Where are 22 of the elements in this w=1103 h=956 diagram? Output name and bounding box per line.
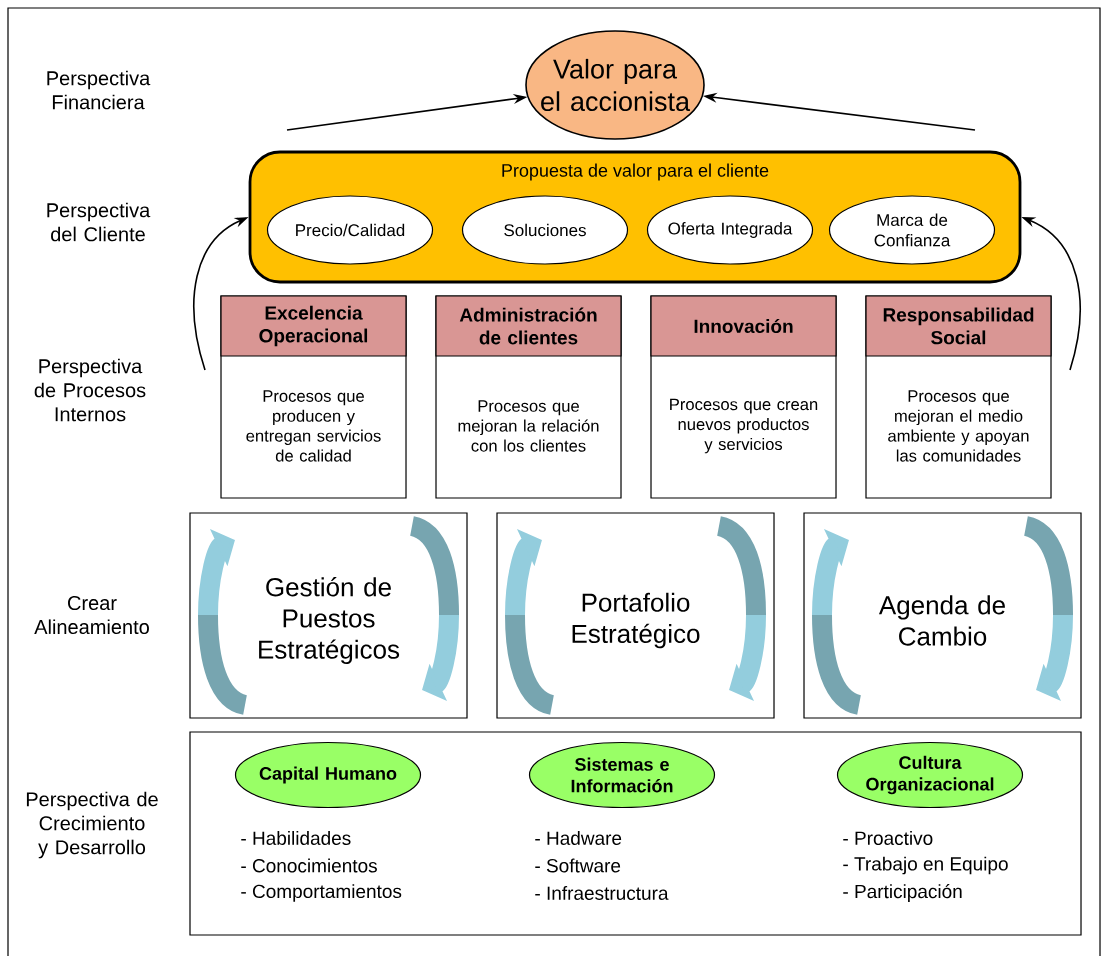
list-item: - Conocimientos — [241, 858, 377, 873]
list-item: - Proactivo — [843, 831, 933, 845]
list-item: - Habilidades — [241, 831, 351, 845]
alignment-text: Portafolio Estratégico — [572, 592, 700, 649]
group-box — [189, 731, 1082, 936]
list-item: - Software — [535, 858, 621, 873]
list-item: - Trabajo en Equipo — [843, 856, 1008, 875]
process-box: Excelencia Operacional Procesos que producen y entregan servicios de calidad — [220, 295, 407, 499]
list-item: - Infraestructura — [535, 886, 669, 900]
process-box: Responsabilidad Social Procesos que mejoran el medio ambiente y apoyan las comunidades — [865, 295, 1052, 499]
perspective-label: Crear Alineamiento — [34, 595, 149, 635]
perspective-label: Perspectiva del Cliente — [47, 202, 151, 242]
process-box: Innovación Procesos que crean nuevos productos y servicios — [650, 295, 837, 499]
alignment-text: Agenda de Cambio — [878, 595, 1005, 646]
list-item: - Comportamientos — [241, 884, 402, 902]
process-box: Administración de clientes Procesos que mejoran la relación con los clientes — [435, 295, 622, 499]
alignment-text: Gestión de Puestos Estratégicos — [259, 577, 400, 664]
perspective-label: Perspectiva de Crecimiento y Desarrollo — [26, 791, 158, 859]
perspective-label: Perspectiva de Procesos Internos — [34, 358, 146, 422]
list-item: - Participación — [843, 884, 962, 902]
perspective-label: Perspectiva Financiera — [47, 70, 151, 110]
list-item: - Hadware — [535, 831, 622, 845]
